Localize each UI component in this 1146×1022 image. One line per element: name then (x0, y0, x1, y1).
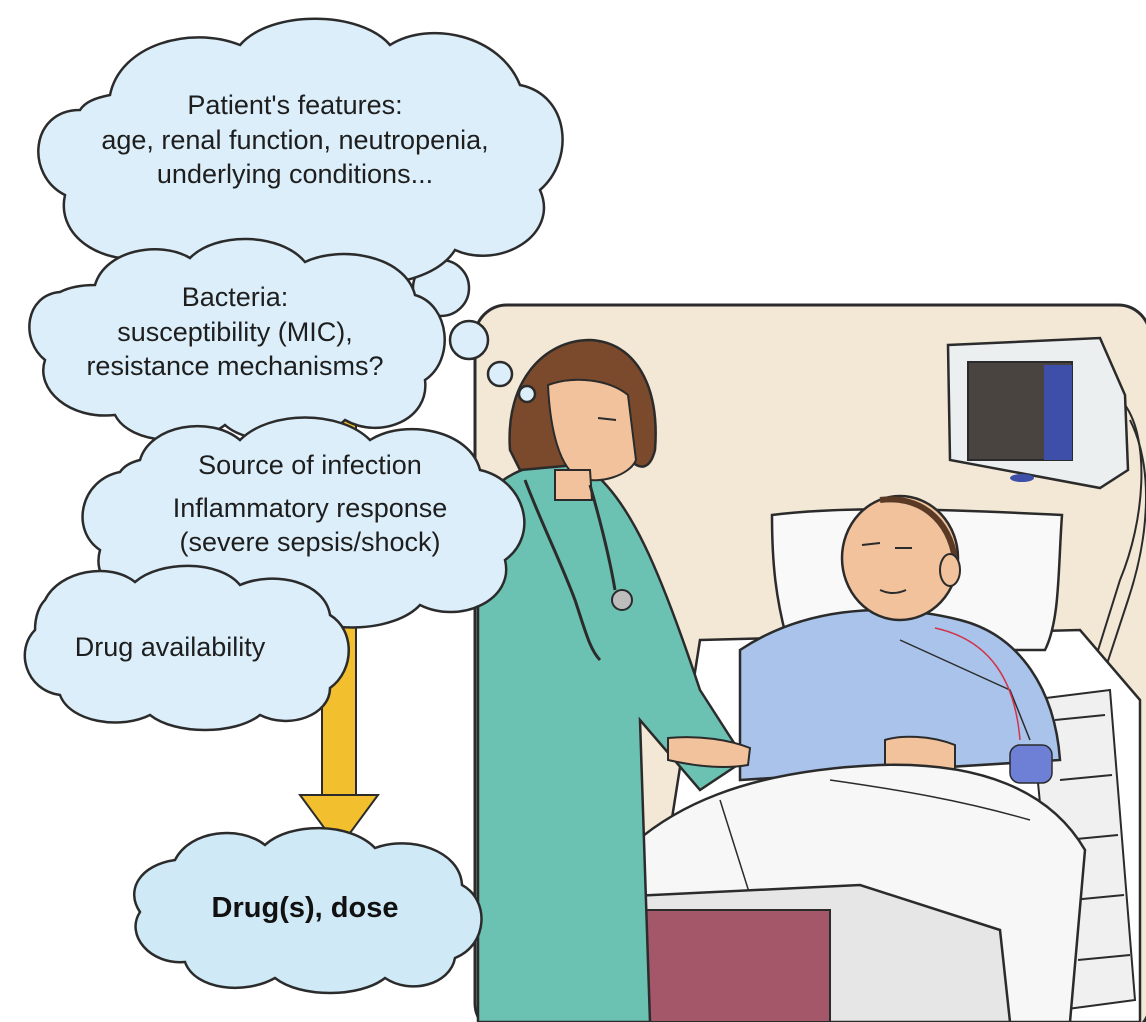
bacteria-line-2: susceptibility (MIC), (117, 316, 353, 347)
drug-availability-text: Drug availability (20, 630, 320, 665)
drug-dose-line-1: Drug(s), dose (211, 892, 399, 924)
cloud-availability (23, 564, 350, 732)
nurse-figure (476, 338, 752, 1022)
cloud-result (133, 826, 483, 995)
drug-availability-line-1: Drug availability (74, 632, 266, 662)
patient-features-line-1: Patient's features: (187, 90, 403, 120)
stethoscope-icon (523, 479, 633, 662)
patient-features-text: Patient's features: age, renal function,… (60, 88, 530, 192)
infection-line-1: Source of infection (198, 450, 422, 480)
bacteria-line-3: resistance mechanisms? (86, 351, 384, 382)
infection-line-3: (severe sepsis/shock) (179, 527, 441, 558)
bacteria-text: Bacteria: susceptibility (MIC), resistan… (40, 280, 430, 384)
patient-features-line-2: age, renal function, neutropenia, (101, 124, 489, 155)
cloud-bacteria (28, 237, 446, 442)
infection-line-2: Inflammatory response (172, 492, 448, 523)
infection-text: Source of infection Inflammatory respons… (110, 448, 510, 560)
monitor-icon (946, 336, 1146, 671)
drug-dose-text: Drug(s), dose (150, 890, 460, 927)
cloud-patient (37, 17, 564, 285)
patient-features-line-3: underlying conditions... (156, 159, 434, 190)
patient-figure (738, 494, 1062, 784)
bacteria-line-1: Bacteria: (181, 282, 289, 312)
